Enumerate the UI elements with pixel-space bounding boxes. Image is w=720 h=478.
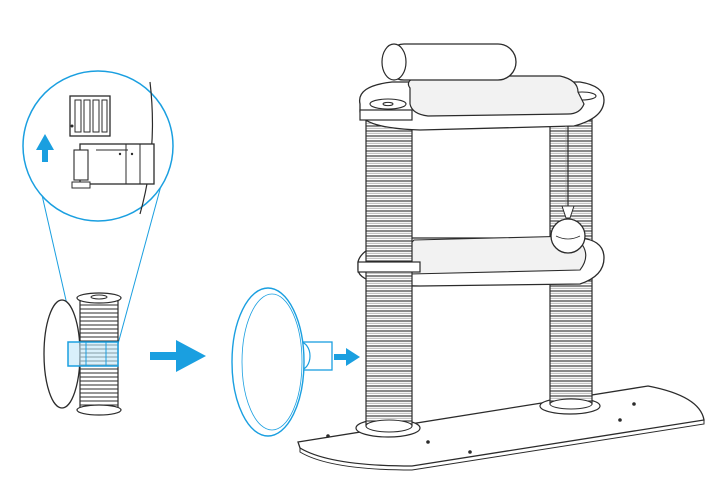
wall-bracket-icon <box>69 95 111 137</box>
small-post-assembly <box>43 292 122 416</box>
right-arrow-icon <box>150 340 206 372</box>
wall-mount-icon <box>231 287 360 437</box>
top-platform <box>358 43 605 131</box>
lower-platform <box>357 235 605 287</box>
up-arrow-icon <box>36 134 54 162</box>
mount-plate-detail <box>71 143 155 189</box>
post-front-left <box>355 111 421 438</box>
wall-disc-large <box>231 287 305 437</box>
callout-line-right <box>117 159 169 345</box>
top-cushion <box>407 75 585 117</box>
hanging-ball-toy <box>550 126 586 254</box>
insert-arrow-icon <box>334 348 360 366</box>
base-plate <box>297 385 705 471</box>
bolster-pillow <box>381 43 517 81</box>
cat-tree-icon <box>355 43 605 438</box>
zoom-callout <box>22 70 174 345</box>
highlighted-bracket <box>67 341 119 367</box>
